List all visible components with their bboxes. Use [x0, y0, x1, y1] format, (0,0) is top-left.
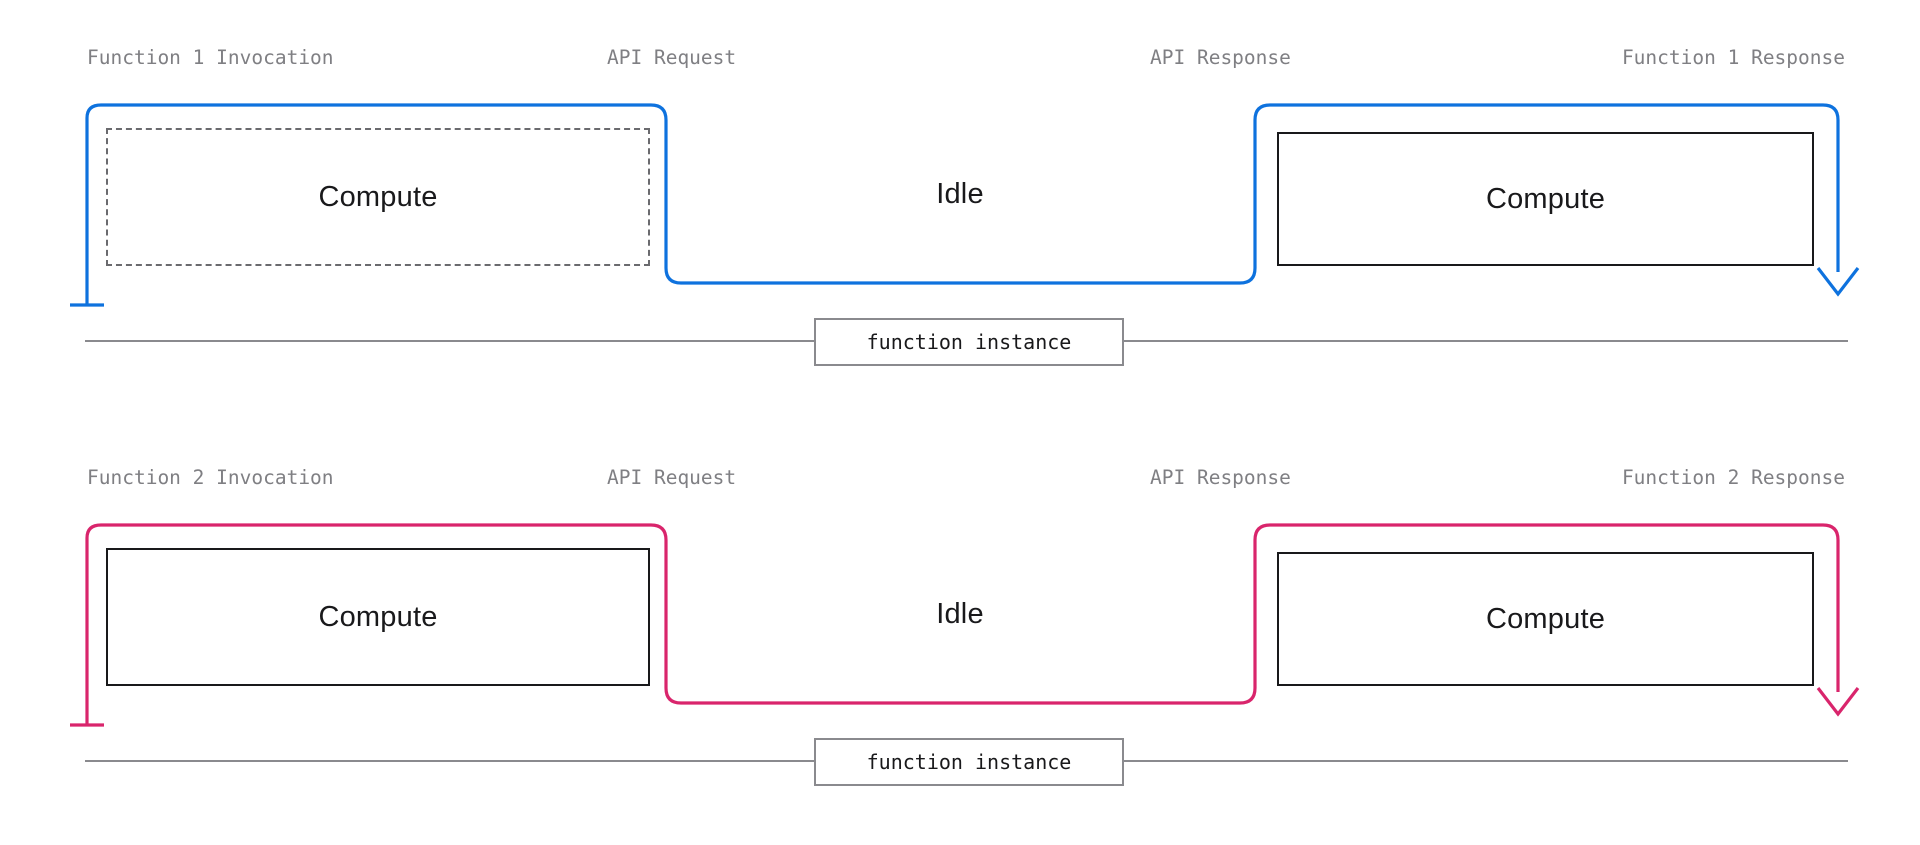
function-2-arrow-head	[1816, 687, 1860, 717]
function-1-flow-path	[70, 103, 1860, 307]
function-1-arrow-head	[1816, 267, 1860, 297]
function-1-instance-chip: function instance	[814, 318, 1124, 366]
function-1-lifecycle-line	[85, 103, 1840, 305]
function-2-stage-labels: Function 2 Invocation API Request API Re…	[0, 464, 1920, 492]
function-2-flow-path	[70, 523, 1860, 727]
function-1-idle-phase: Idle	[0, 178, 1920, 211]
stage-label-api-request: API Request	[607, 46, 737, 69]
function-1-lane: Function 1 Invocation API Request API Re…	[0, 0, 1920, 380]
instance-chip-label: function instance	[866, 750, 1072, 774]
compute-label: Compute	[1485, 182, 1606, 215]
function-1-compute-phase-left: Compute	[106, 128, 650, 266]
stage-label-api-response: API Response	[1150, 466, 1291, 489]
function-2-idle-phase: Idle	[0, 598, 1920, 631]
function-2-compute-phase-left: Compute	[106, 548, 650, 686]
compute-label: Compute	[318, 180, 438, 213]
function-2-compute-phase-right: Compute	[1277, 552, 1814, 686]
stage-label-invocation: Function 2 Invocation	[87, 466, 334, 489]
function-1-stage-labels: Function 1 Invocation API Request API Re…	[0, 44, 1920, 72]
stage-label-api-request: API Request	[607, 466, 737, 489]
instance-chip-label: function instance	[866, 330, 1072, 354]
stage-label-invocation: Function 1 Invocation	[87, 46, 334, 69]
function-2-lifecycle-line	[85, 523, 1840, 725]
idle-label: Idle	[936, 598, 984, 630]
function-1-compute-phase-right: Compute	[1277, 132, 1814, 266]
stage-label-api-response: API Response	[1150, 46, 1291, 69]
idle-label: Idle	[936, 178, 984, 210]
compute-label: Compute	[1485, 602, 1606, 635]
function-2-lane: Function 2 Invocation API Request API Re…	[0, 420, 1920, 800]
stage-label-response: Function 2 Response	[1621, 466, 1845, 489]
stage-label-response: Function 1 Response	[1621, 46, 1845, 69]
compute-label: Compute	[318, 600, 438, 633]
function-2-instance-chip: function instance	[814, 738, 1124, 786]
